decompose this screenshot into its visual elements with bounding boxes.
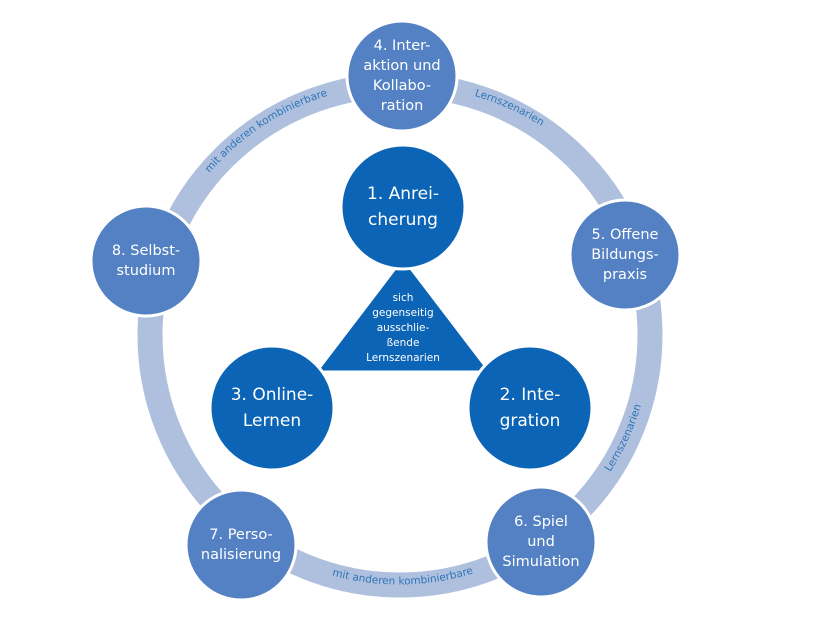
outer-node-label-line: ration [381, 98, 424, 114]
inner-node-anreicherung: 1. Anrei-cherung [339, 143, 467, 271]
inner-node-label-line: 3. Online- [231, 385, 314, 405]
outer-node-personalisierung: 7. Perso-nalisierung [184, 488, 298, 602]
outer-node-label-line: Simulation [502, 554, 579, 570]
outer-node-label-line: Bildungs- [591, 247, 659, 263]
outer-node-circle [89, 204, 203, 318]
inner-node-online-lernen: 3. Online- Lernen [208, 344, 336, 472]
outer-node-label-line: 6. Spiel [514, 514, 568, 530]
outer-node-label-line: aktion und [363, 58, 440, 74]
outer-node-circle [184, 488, 298, 602]
inner-node-circle [339, 143, 467, 271]
outer-node-circle [484, 485, 598, 599]
outer-node-circle [345, 19, 459, 133]
inner-node-circle [208, 344, 336, 472]
inner-node-label-line: 2. Inte- [500, 385, 561, 405]
outer-node-label-line: 5. Offene [592, 227, 659, 243]
outer-node-label-line: praxis [603, 267, 647, 283]
outer-node-label-line: und [527, 534, 555, 550]
inner-node-label-line: 1. Anrei- [367, 184, 439, 204]
inner-node-label-line: cherung [368, 210, 438, 230]
outer-node-label-line: 4. Inter- [374, 38, 431, 54]
outer-node-label-line: nalisierung [201, 547, 281, 563]
triangle-label-line: ßende [387, 337, 420, 349]
triangle-label-line: ausschlie- [377, 322, 430, 334]
inner-node-circle [466, 344, 594, 472]
outer-node-label-line: 8. Selbst- [112, 243, 180, 259]
outer-node-label-line: studium [117, 263, 176, 279]
center-triangle [312, 255, 494, 374]
outer-node-selbststudium: 8. Selbst-studium [89, 204, 203, 318]
triangle-label-line: gegenseitig [372, 307, 433, 319]
outer-node-label-line: Kollabo- [373, 78, 431, 94]
outer-node-circle [568, 198, 682, 312]
inner-node-integration: 2. Inte-gration [466, 344, 594, 472]
inner-node-label-line: gration [500, 411, 561, 431]
inner-node-label-line: Lernen [243, 411, 301, 431]
triangle-label-line: Lernszenarien [366, 352, 440, 364]
triangle-label-line: sich [393, 292, 414, 304]
outer-node-label-line: 7. Perso- [209, 527, 272, 543]
